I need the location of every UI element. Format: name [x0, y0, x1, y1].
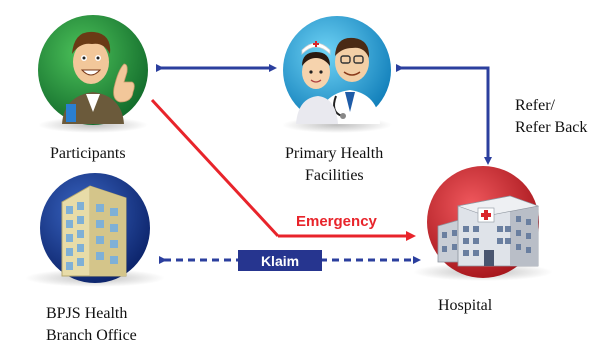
participant-man-thumbs-up-icon: [38, 15, 148, 133]
emergency-arrow: [150, 98, 280, 238]
refer-arrow: [396, 64, 492, 165]
hospital-building-icon: [413, 166, 553, 281]
nurse-and-doctor-icon: [282, 16, 392, 133]
bpjs-label-line2: Branch Office: [46, 327, 137, 344]
klaim-tag: [238, 250, 322, 271]
refer-label-line1: Refer/: [515, 97, 555, 114]
participants-label: Participants: [50, 145, 126, 162]
office-building-icon: [25, 173, 165, 287]
klaim-label: Klaim: [261, 253, 299, 269]
emergency-label: Emergency: [296, 213, 378, 230]
primary-health-label-line1: Primary Health: [285, 145, 384, 162]
hospital-label: Hospital: [438, 297, 493, 314]
refer-label-line2: Refer Back: [515, 119, 588, 136]
primary-health-label-line2: Facilities: [305, 167, 364, 184]
bpjs-label-line1: BPJS Health: [46, 305, 128, 322]
